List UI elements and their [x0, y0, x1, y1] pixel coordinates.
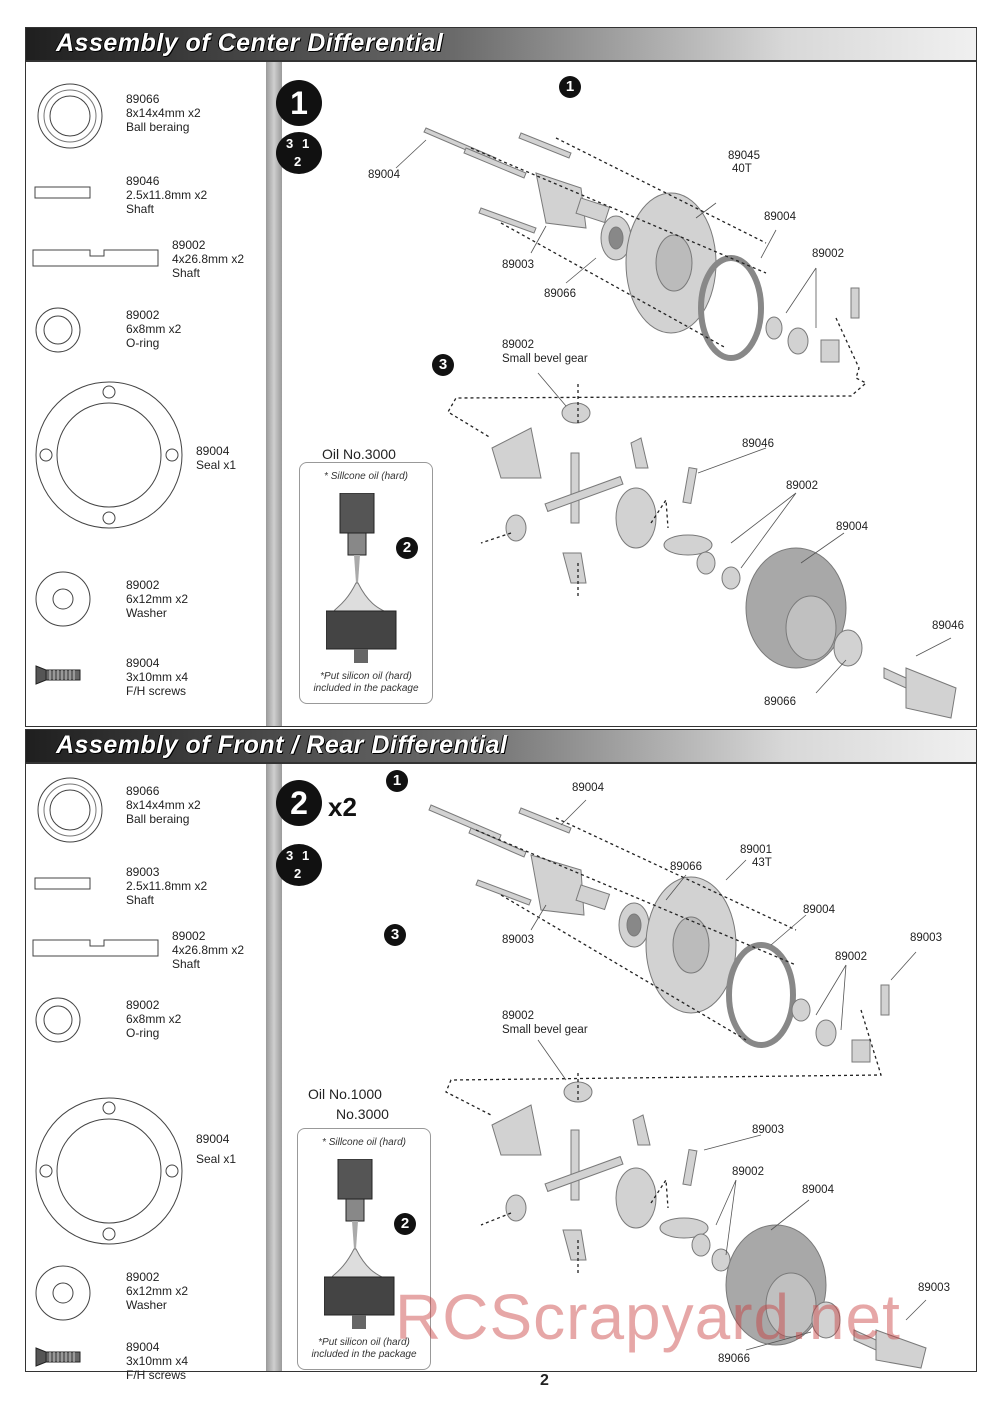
step-badge: 3: [432, 354, 454, 376]
part-label: 89066: [544, 288, 576, 300]
bearing-icon: [37, 777, 103, 843]
oil-instruction-box: * Sillcone oil (hard) 2 *Put silicon oil…: [297, 1128, 431, 1370]
divider-bar: [266, 62, 282, 726]
oil-bottle-icon: [324, 1159, 395, 1329]
oil-bottle-icon: [326, 493, 397, 663]
washer-icon: [35, 1265, 91, 1321]
short-shaft-icon: [34, 186, 91, 199]
part-label: 89003: [752, 1124, 784, 1136]
part-label: 89066: [718, 1353, 750, 1365]
divider-bar: [266, 764, 282, 1371]
step-badge: 2: [394, 1213, 416, 1235]
part-label: 89003: [918, 1282, 950, 1294]
screw-icon: [35, 665, 81, 685]
part-label: 89002: [835, 951, 867, 963]
part-label: 89003: [910, 932, 942, 944]
step-badge: 1: [559, 76, 581, 98]
center-diff-exploded-diagram: [395, 127, 957, 719]
o-ring-icon: [35, 307, 81, 353]
step-number: 2: [276, 780, 322, 826]
part-label: 89002: [502, 1010, 534, 1022]
oil-title: Oil No.3000: [322, 446, 396, 462]
part-label: 89046: [742, 438, 774, 450]
part-label: 40T: [732, 163, 752, 175]
part-label: 89004: [764, 211, 796, 223]
oil-title: Oil No.1000: [308, 1086, 382, 1102]
seal-icon: [35, 381, 183, 529]
order-indicator: 3 1 2: [276, 844, 322, 886]
step-badge: 1: [386, 770, 408, 792]
step-number: 1: [276, 80, 322, 126]
part-label: 89066: [670, 861, 702, 873]
long-shaft-icon: [32, 939, 159, 957]
washer-icon: [35, 571, 91, 627]
part-label: 89004: [802, 1184, 834, 1196]
bearing-icon: [37, 83, 103, 149]
part-label: 89003: [502, 934, 534, 946]
step-badge: 3: [384, 924, 406, 946]
order-indicator: 3 1 2: [276, 132, 322, 174]
page-number: 2: [540, 1372, 549, 1389]
long-shaft-icon: [32, 249, 159, 267]
part-label: 89004: [368, 169, 400, 181]
part-label: 89004: [572, 782, 604, 794]
part-label: 89004: [803, 904, 835, 916]
front-rear-diff-exploded-diagram: [428, 799, 927, 1369]
section-header: [26, 730, 976, 762]
watermark-text: RCScrapyard.net: [395, 1281, 901, 1353]
part-label: 89045: [728, 150, 760, 162]
front-rear-diff-section: Assembly of Front / Rear Differential 89…: [25, 729, 977, 1382]
quantity-multiplier: x2: [328, 792, 357, 822]
part-label: 89004: [836, 521, 868, 533]
part-label: 89002: [786, 480, 818, 492]
oil-instruction-box: * Sillcone oil (hard) 2 *Put silicon oil…: [299, 462, 433, 704]
part-label: 89001: [740, 844, 772, 856]
seal-icon: [35, 1097, 183, 1245]
part-label: 89002: [812, 248, 844, 260]
part-label: 89003: [502, 259, 534, 271]
section-title: Assembly of Center Differential: [56, 29, 444, 57]
part-label: 43T: [752, 857, 772, 869]
section-title: Assembly of Front / Rear Differential: [56, 731, 508, 759]
screw-icon: [35, 1347, 81, 1367]
part-label: 89002: [502, 339, 534, 351]
oil-title: No.3000: [336, 1106, 389, 1122]
part-label: Small bevel gear: [502, 1024, 588, 1036]
o-ring-icon: [35, 997, 81, 1043]
part-label: 89066: [764, 696, 796, 708]
short-shaft-icon: [34, 877, 91, 890]
step-badge: 2: [396, 537, 418, 559]
section-header: [26, 28, 976, 60]
part-label: 89002: [732, 1166, 764, 1178]
part-label: Small bevel gear: [502, 353, 588, 365]
part-label: 89046: [932, 620, 964, 632]
